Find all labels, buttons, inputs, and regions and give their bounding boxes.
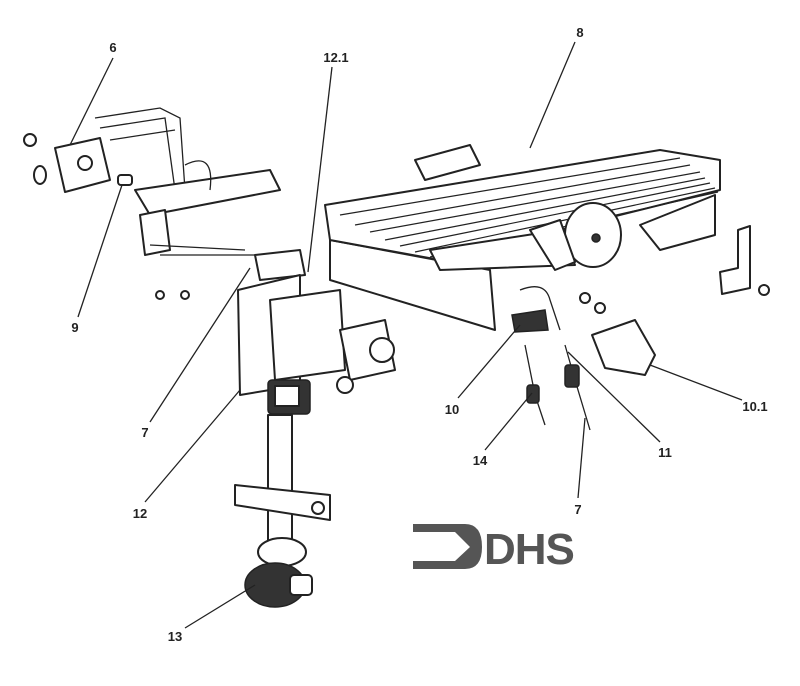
pilot-pipes — [94, 107, 306, 300]
label-13: 13 — [168, 629, 182, 644]
label-14: 14 — [473, 453, 488, 468]
label-7-left: 7 — [141, 425, 148, 440]
gas-cock — [234, 414, 331, 608]
label-12-1: 12.1 — [323, 50, 348, 65]
label-11: 11 — [658, 445, 672, 460]
label-10-1: 10.1 — [742, 399, 767, 414]
label-8: 8 — [576, 25, 583, 40]
part-6-plate — [23, 133, 133, 193]
label-7-right: 7 — [574, 502, 581, 517]
pilot-parts — [511, 286, 656, 431]
label-9: 9 — [71, 320, 78, 335]
label-6: 6 — [109, 40, 116, 55]
dhs-logo: DHS — [413, 524, 575, 574]
leader-lines — [69, 41, 743, 629]
label-12: 12 — [133, 506, 147, 521]
burner-assembly — [324, 144, 721, 331]
logo-text: DHS — [484, 525, 574, 574]
label-10: 10 — [445, 402, 459, 417]
gas-valve — [237, 274, 396, 415]
bracket-right — [719, 225, 770, 296]
